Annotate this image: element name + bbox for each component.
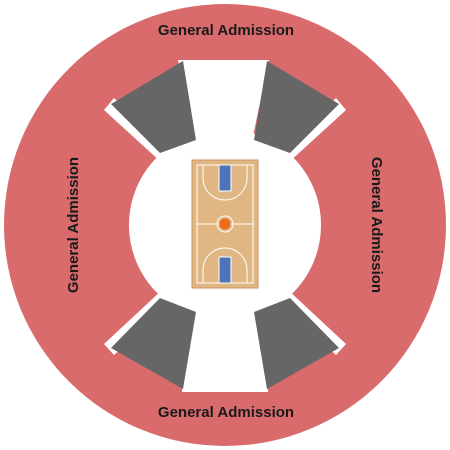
ga-label-bottom: General Admission	[158, 404, 294, 421]
seat-block-top-left[interactable]	[111, 61, 196, 153]
seat-block-top-right[interactable]	[254, 61, 339, 153]
key-bottom	[218, 256, 232, 284]
center-circle	[216, 215, 234, 233]
seat-blocks	[111, 61, 339, 389]
three-point-arc-bottom	[202, 247, 248, 283]
seat-block-bottom-left[interactable]	[111, 298, 196, 389]
ga-label-right: General Admission	[368, 157, 385, 293]
basketball-court	[191, 159, 259, 289]
center-ball-icon	[219, 218, 231, 230]
ga-label-top: General Admission	[158, 22, 294, 39]
ga-label-left: General Admission	[65, 157, 82, 293]
aisle-bottom	[182, 295, 268, 392]
three-point-arc-top	[202, 165, 248, 201]
seat-block-bottom-right[interactable]	[254, 298, 339, 389]
key-top	[218, 164, 232, 192]
